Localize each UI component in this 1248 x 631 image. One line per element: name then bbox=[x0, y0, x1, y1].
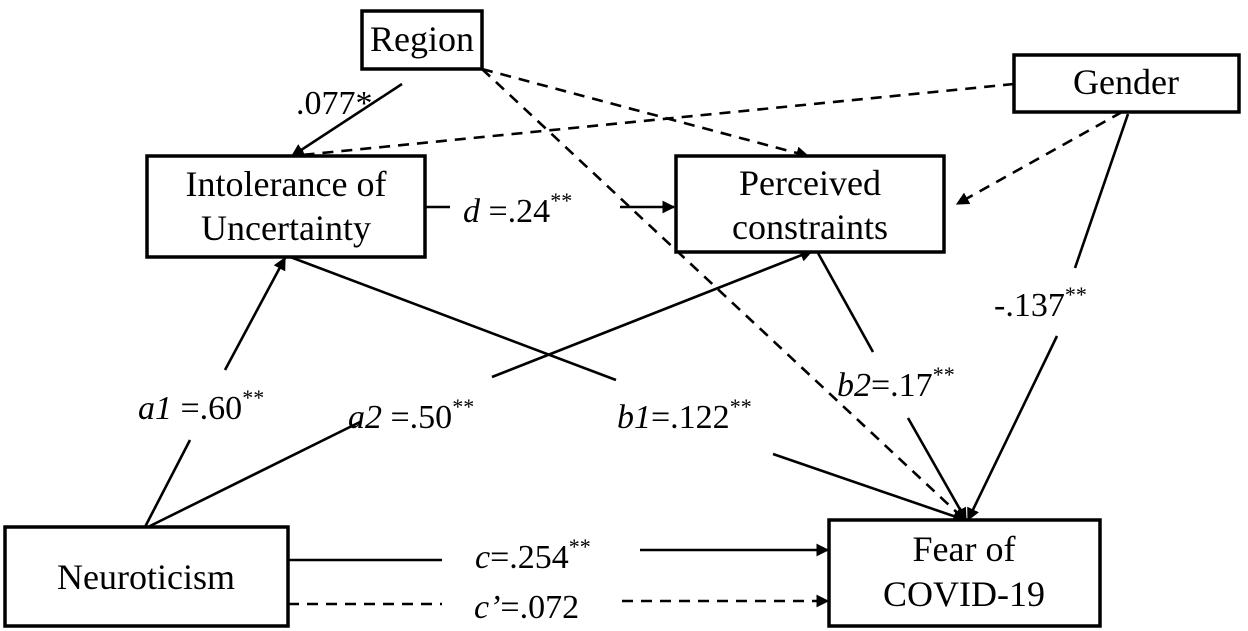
label-d-sig: ** bbox=[550, 188, 572, 213]
label-b2-name: b2 bbox=[837, 367, 871, 404]
edge-neuroticism-perceived bbox=[147, 251, 812, 529]
edge-gender-perceived bbox=[955, 110, 1123, 206]
label-c-sig: ** bbox=[569, 534, 591, 559]
label-c-name: c bbox=[475, 539, 490, 576]
label-a1: a1 =.60** bbox=[138, 385, 264, 427]
label-c-prime: c’=.072 bbox=[474, 589, 579, 626]
edge-neuroticism-intolerance bbox=[143, 258, 285, 528]
node-fear-label-line1: Fear of bbox=[913, 529, 1016, 569]
node-gender: Gender bbox=[1012, 53, 1241, 114]
edge-gender-fear bbox=[968, 113, 1130, 520]
node-gender-label: Gender bbox=[1073, 62, 1179, 102]
label-a1-sig: ** bbox=[242, 385, 264, 410]
edge-neuroticism-fear-c bbox=[288, 550, 828, 560]
node-perceived-constraints: Perceived constraints bbox=[674, 154, 946, 254]
node-neuroticism: Neuroticism bbox=[3, 525, 290, 628]
label-c-prime-name: c’ bbox=[474, 589, 500, 626]
edge-region-fear bbox=[481, 68, 966, 521]
edge-perceived-fear bbox=[816, 252, 966, 520]
label-a1-name: a1 bbox=[138, 390, 172, 427]
label-c-value: =.254 bbox=[490, 539, 569, 576]
label-a2-name: a2 bbox=[348, 399, 382, 436]
label-a2: a2 =.50** bbox=[348, 394, 474, 436]
edge-region-intolerance bbox=[290, 82, 403, 158]
label-d-value: =.24 bbox=[480, 193, 550, 230]
edge-neuroticism-fear-cprime bbox=[288, 601, 828, 604]
node-neuroticism-label: Neuroticism bbox=[57, 557, 235, 597]
node-intolerance-of-uncertainty: Intolerance of Uncertainty bbox=[145, 154, 427, 259]
edge-gender-intolerance bbox=[290, 82, 1015, 162]
label-c: c=.254** bbox=[475, 534, 591, 576]
edge-region-perceived bbox=[481, 67, 810, 160]
label-a2-sig: ** bbox=[452, 394, 474, 419]
label-region-iu: .077* bbox=[296, 85, 373, 122]
edge-intolerance-fear bbox=[284, 253, 965, 520]
label-d: d =.24** bbox=[463, 188, 572, 230]
label-b1-sig: ** bbox=[730, 394, 752, 419]
label-b1: b1=.122** bbox=[617, 394, 752, 436]
node-region: Region bbox=[360, 9, 484, 71]
node-perceived-label-line1: Perceived bbox=[739, 163, 881, 203]
label-c-prime-value: =.072 bbox=[500, 589, 579, 626]
label-b2-value: =.17 bbox=[871, 367, 933, 404]
node-fear-label-line2: COVID-19 bbox=[883, 574, 1045, 614]
label-b2: b2=.17** bbox=[837, 362, 955, 404]
label-gender-fear-sig: ** bbox=[1065, 282, 1087, 307]
node-fear-of-covid19: Fear of COVID-19 bbox=[827, 518, 1102, 628]
label-b1-value: =.122 bbox=[651, 399, 730, 436]
node-region-label: Region bbox=[370, 19, 474, 59]
node-intolerance-label-line2: Uncertainty bbox=[201, 208, 371, 248]
label-b1-name: b1 bbox=[617, 399, 651, 436]
label-gender-fear: -.137** bbox=[994, 282, 1087, 324]
label-gender-fear-value: -.137 bbox=[994, 287, 1065, 324]
label-a2-value: =.50 bbox=[382, 399, 452, 436]
label-d-name: d bbox=[463, 193, 481, 230]
label-b2-sig: ** bbox=[933, 362, 955, 387]
label-a1-value: =.60 bbox=[172, 390, 242, 427]
node-intolerance-label-line1: Intolerance of bbox=[186, 164, 387, 204]
node-perceived-label-line2: constraints bbox=[732, 207, 888, 247]
